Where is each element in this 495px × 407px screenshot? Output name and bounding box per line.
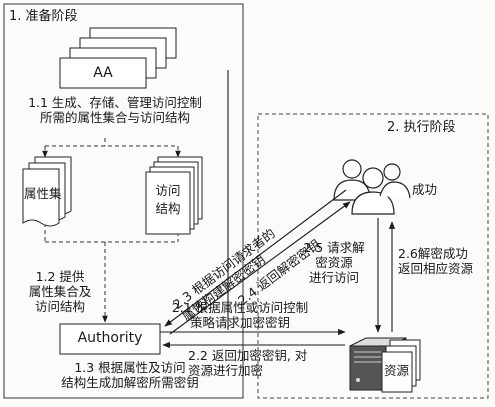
attr-set-doc-icon: [22, 156, 72, 227]
step-2-6: 2.6解密成功返回相应资源: [398, 246, 474, 276]
authority-box: [59, 323, 161, 355]
step-2-2: 2.2 返回加密密钥, 对资源进行加密: [188, 348, 308, 378]
access-struct-doc-icon: [145, 156, 203, 235]
step-1-3: 1.3 根据属性及访问结构生成加解密所需密钥: [61, 360, 199, 390]
step-2-1: 2.1 根据属性或访问控制策略请求加密密钥: [171, 300, 309, 330]
access-struct-label: 访问结构: [155, 183, 181, 216]
resource-label: 资源: [384, 363, 410, 378]
step-1-2: 1.2 提供属性集合及访问结构: [28, 269, 92, 314]
phase1-title: 1. 准备阶段: [9, 9, 78, 24]
users-icon: [333, 159, 411, 215]
step-1-1: 1.1 生成、存储、管理访问控制所需的属性集合与访问结构: [28, 95, 202, 125]
authority-label: Authority: [77, 330, 143, 346]
resource-docs-icon: [381, 339, 421, 393]
aa-stack: [59, 27, 177, 89]
aa-label: AA: [93, 65, 113, 81]
attr-set-label: 属性集: [24, 186, 62, 201]
phase1-frame: [3, 3, 244, 399]
success-label: 成功: [412, 182, 438, 197]
phase2-title: 2. 执行阶段: [387, 120, 456, 135]
step-2-5: 2.5 请求解密资源进行访问: [303, 240, 365, 285]
